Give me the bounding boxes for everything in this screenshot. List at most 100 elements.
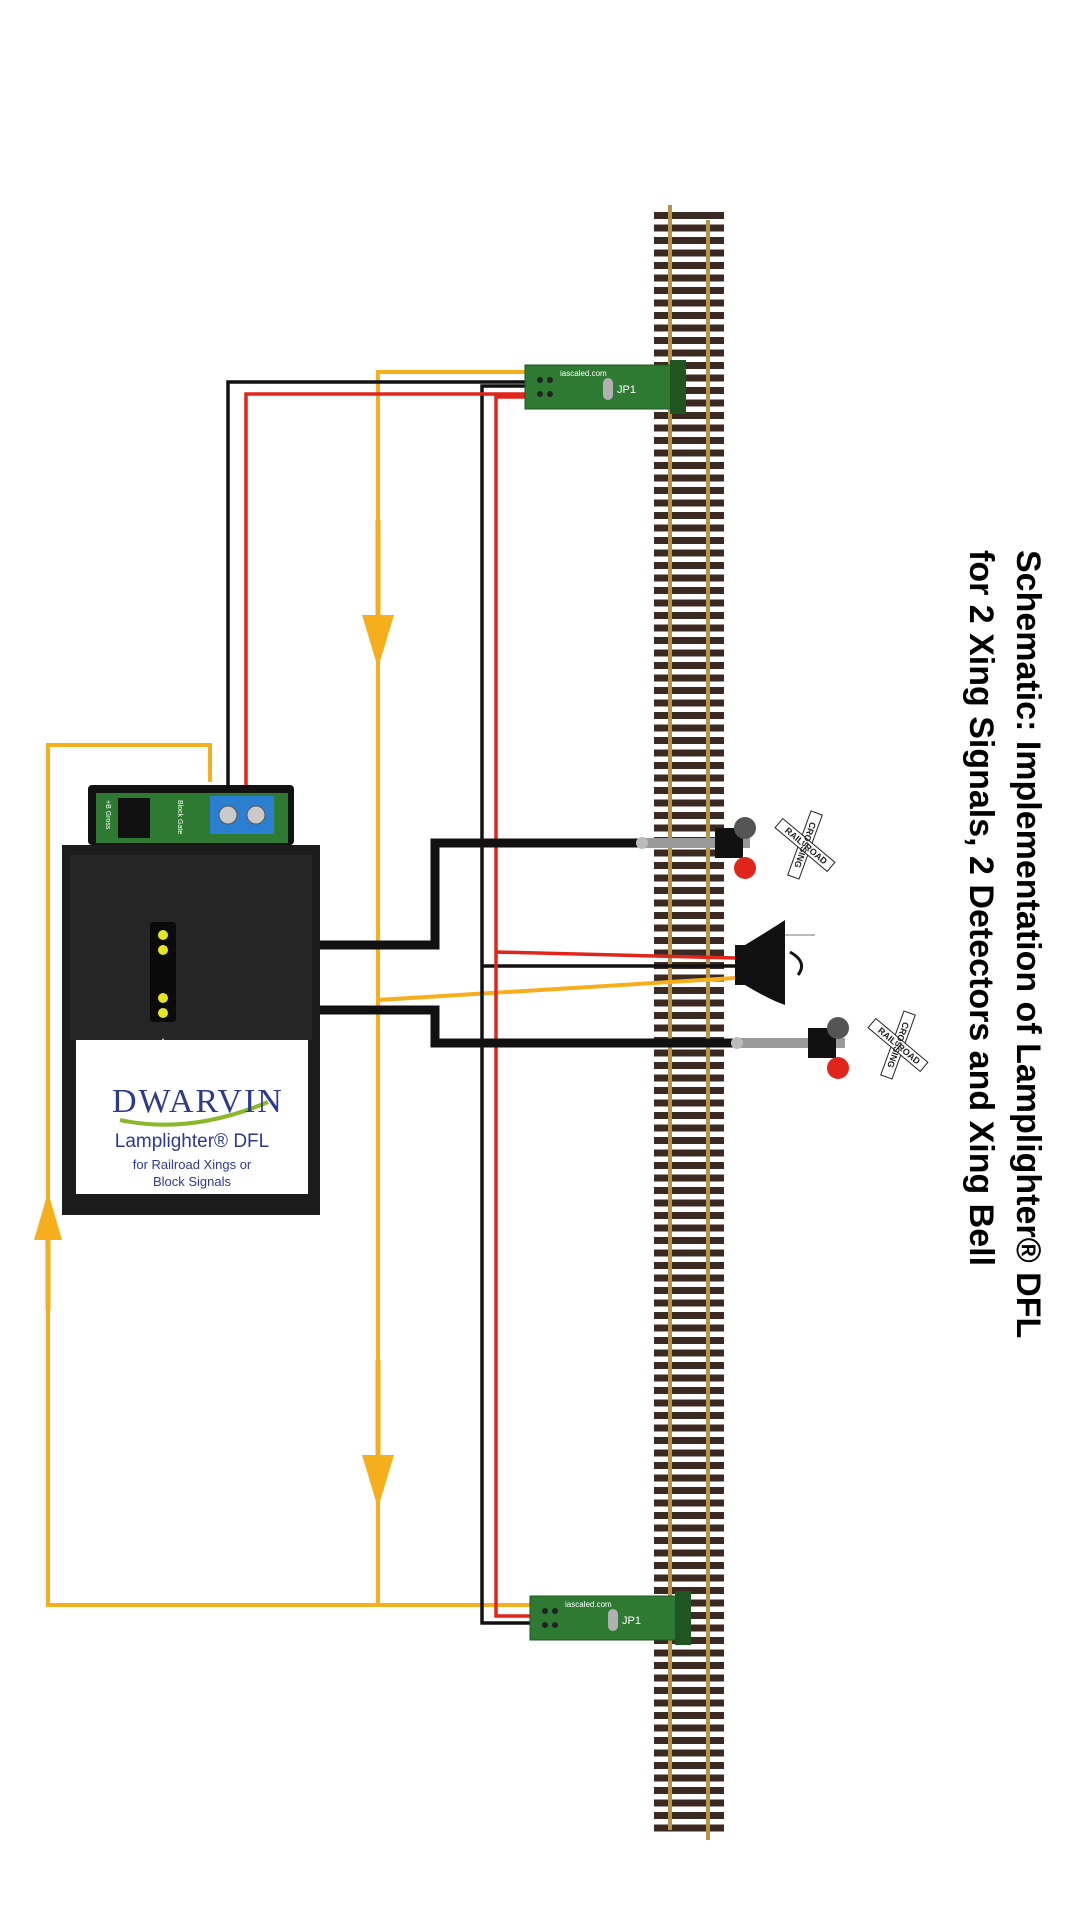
track-tie xyxy=(654,374,724,382)
track-tie xyxy=(654,537,724,544)
track-tie xyxy=(654,1587,724,1594)
track-tie xyxy=(654,1199,724,1207)
track-tie xyxy=(654,224,724,232)
track-tie xyxy=(654,1737,724,1744)
crossing-signal-lower: RAIL ROAD CROSSING xyxy=(731,1010,929,1080)
detector-sensor xyxy=(670,360,686,414)
track-tie xyxy=(654,1324,724,1332)
track-tie xyxy=(654,1049,724,1057)
track-tie xyxy=(654,1137,724,1144)
controller-label-panel xyxy=(76,1040,308,1194)
arrow-head-down-lower xyxy=(362,1455,394,1508)
track-tie xyxy=(654,899,724,907)
track-tie xyxy=(654,562,724,569)
track-tie xyxy=(654,1787,724,1794)
track-tie xyxy=(654,749,724,757)
track-tie xyxy=(654,412,724,419)
track-tie xyxy=(654,1287,724,1294)
signal-lamp-dark xyxy=(734,817,756,839)
track-tie xyxy=(654,1462,724,1469)
led-2 xyxy=(158,945,168,955)
yellow-wires xyxy=(46,370,736,1607)
track-tie xyxy=(654,274,724,282)
track-tie xyxy=(654,649,724,657)
track-tie xyxy=(654,1012,724,1019)
title-line-1: Schematic: Implementation of Lamplighter… xyxy=(1009,550,1047,1338)
track-tie xyxy=(654,549,724,557)
track-tie xyxy=(654,849,724,857)
controller-product: Lamplighter® DFL xyxy=(115,1131,269,1152)
track-tie xyxy=(654,1662,724,1669)
track-tie xyxy=(654,887,724,894)
controller-subtitle-1: for Railroad Xings or xyxy=(133,1157,252,1172)
track-tie xyxy=(654,499,724,507)
detector-jumper xyxy=(603,378,613,400)
track-tie xyxy=(654,974,724,982)
diagram-title: Schematic: Implementation of Lamplighter… xyxy=(962,550,1047,1338)
flow-arrows xyxy=(34,520,394,1508)
track-tie xyxy=(654,1024,724,1032)
terminal-label-2: +B Gross xyxy=(104,800,111,830)
track-tie xyxy=(654,1699,724,1707)
track-tie xyxy=(654,1212,724,1219)
signal-wires xyxy=(320,838,735,1048)
track-tie xyxy=(654,299,724,307)
detector-brand: iascaled.com xyxy=(560,369,607,378)
crossing-signal-upper: RAIL ROAD CROSSING xyxy=(636,810,836,880)
track-tie xyxy=(654,1149,724,1157)
track-tie xyxy=(654,1437,724,1444)
track-tie xyxy=(654,987,724,994)
track-tie xyxy=(654,449,724,457)
track-tie xyxy=(654,787,724,794)
track-tie xyxy=(654,737,724,744)
track-tie xyxy=(654,1712,724,1719)
detector-bottom: iascaled.com JP1 xyxy=(529,1591,691,1645)
controller-brand: DWARVIN xyxy=(112,1083,284,1120)
track-tie xyxy=(654,1824,724,1832)
controller-subtitle-2: Block Signals xyxy=(153,1174,232,1189)
track-tie xyxy=(654,249,724,257)
track-tie xyxy=(654,424,724,432)
track-tie xyxy=(654,824,724,832)
track-tie xyxy=(654,612,724,619)
track-tie xyxy=(654,1512,724,1519)
track-tie xyxy=(654,712,724,719)
led-1 xyxy=(158,930,168,940)
controller-terminal-board: Block Gate +B Gross xyxy=(88,785,294,845)
detector-top: iascaled.com JP1 xyxy=(524,360,686,414)
track-tie xyxy=(654,1274,724,1282)
track-tie xyxy=(654,724,724,732)
track-tie xyxy=(654,1349,724,1357)
track-tie xyxy=(654,1674,724,1682)
track-tie xyxy=(654,699,724,707)
led-3 xyxy=(158,993,168,1003)
led-4 xyxy=(158,1008,168,1018)
track-tie xyxy=(654,1224,724,1232)
track-tie xyxy=(654,362,724,369)
track-tie xyxy=(654,237,724,244)
track-tie xyxy=(654,474,724,482)
track-tie xyxy=(654,662,724,669)
track-tie xyxy=(654,287,724,294)
pin-header xyxy=(118,798,150,838)
track-tie xyxy=(654,212,724,219)
track-tie xyxy=(654,587,724,594)
track-tie xyxy=(654,862,724,869)
bell-icon xyxy=(735,920,815,1005)
track-tie xyxy=(654,999,724,1007)
track-tie xyxy=(654,1387,724,1394)
track-tie xyxy=(654,1249,724,1257)
track-ties xyxy=(654,212,724,1832)
track-tie xyxy=(654,1337,724,1344)
track-tie xyxy=(654,1724,724,1732)
arrow-head-down-upper xyxy=(362,615,394,668)
track-tie xyxy=(654,599,724,607)
title-line-2: for 2 Xing Signals, 2 Detectors and Xing… xyxy=(962,550,1000,1266)
controller-housing: DWARVIN Lamplighter® DFL for Railroad Xi… xyxy=(62,845,320,1215)
track-tie xyxy=(654,574,724,582)
track-tie xyxy=(654,1374,724,1382)
red-wires xyxy=(244,392,736,1618)
track-tie xyxy=(654,512,724,519)
crossbuck-sign: RAIL ROAD CROSSING xyxy=(867,1010,929,1080)
